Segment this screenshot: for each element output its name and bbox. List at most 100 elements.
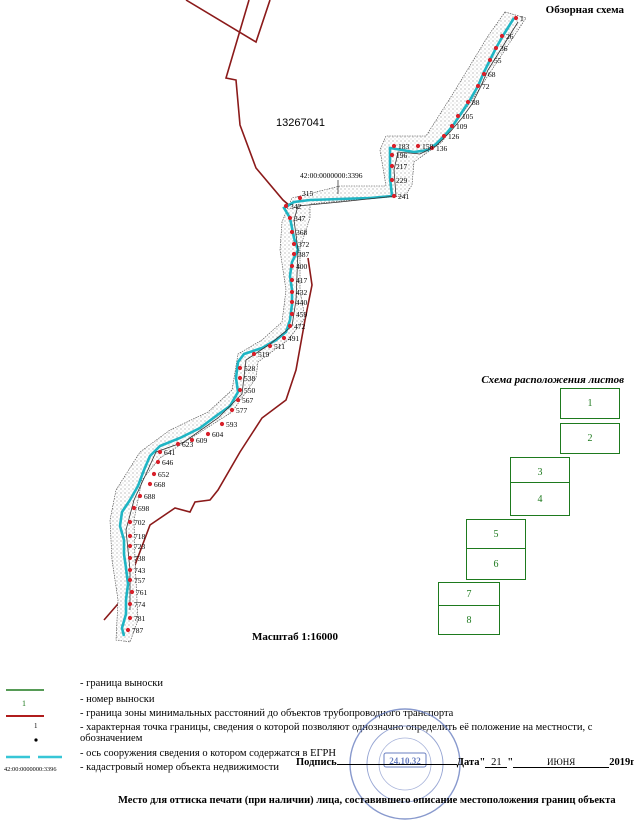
point-label-36: 36 — [500, 44, 508, 53]
point-641 — [157, 449, 163, 455]
point-738 — [127, 555, 133, 561]
point-label-743: 743 — [134, 566, 146, 575]
point-757 — [127, 577, 133, 583]
point-label-528: 528 — [244, 364, 256, 373]
point-718 — [127, 533, 133, 539]
date-label: Дата — [456, 757, 480, 768]
point-label-88: 88 — [472, 98, 480, 107]
point-702 — [127, 519, 133, 525]
point-315 — [297, 195, 303, 201]
svg-text:1: 1 — [34, 722, 38, 730]
signature-field[interactable] — [336, 754, 457, 765]
legend-row-callout-boundary: - граница выноски — [0, 677, 634, 693]
point-400 — [289, 263, 295, 269]
point-774 — [127, 601, 133, 607]
point-698 — [131, 505, 137, 511]
red-line-icon — [6, 715, 44, 717]
sheet-box-4[interactable]: 4 — [510, 482, 570, 516]
point-723 — [127, 543, 133, 549]
point-593 — [219, 421, 225, 427]
point-label-342: 342 — [290, 202, 302, 211]
sheet-box-8[interactable]: 8 — [438, 605, 500, 635]
point-label-519: 519 — [258, 350, 270, 359]
point-label-781: 781 — [134, 614, 146, 623]
point-label-738: 738 — [134, 554, 146, 563]
point-440 — [289, 299, 295, 305]
characteristic-points — [125, 15, 519, 633]
point-109 — [449, 123, 455, 129]
map-title: Обзорная схема — [545, 4, 624, 16]
point-label-1: 1 — [520, 14, 524, 23]
point-label-432: 432 — [296, 288, 308, 297]
point-label-604: 604 — [212, 430, 224, 439]
point-label-105: 105 — [462, 112, 474, 121]
point-652 — [151, 471, 157, 477]
point-511 — [267, 343, 273, 349]
point-609 — [189, 437, 195, 443]
sheet-box-6[interactable]: 6 — [466, 548, 526, 580]
svg-text:1: 1 — [22, 699, 26, 708]
green-line-icon — [6, 689, 44, 691]
point-519 — [251, 351, 257, 357]
pipeline-axis — [118, 17, 516, 637]
point-1 — [513, 15, 519, 21]
point-241 — [391, 193, 397, 199]
point-label-196: 196 — [396, 151, 408, 160]
point-528 — [237, 365, 243, 371]
point-158 — [415, 143, 421, 149]
point-label-718: 718 — [134, 532, 146, 541]
point-432 — [289, 289, 295, 295]
signature-label: Подпись — [296, 757, 337, 768]
point-88 — [465, 99, 471, 105]
sheet-box-7[interactable]: 7 — [438, 582, 500, 606]
point-577 — [229, 407, 235, 413]
point-label-761: 761 — [136, 588, 148, 597]
date-year: 2019г. — [609, 757, 634, 768]
point-196 — [389, 152, 395, 158]
stamp-place-caption: Место для оттиска печати (при наличии) л… — [118, 795, 616, 806]
point-label-702: 702 — [134, 518, 146, 527]
point-label-688: 688 — [144, 492, 156, 501]
sheet-box-1[interactable]: 1 — [560, 388, 620, 419]
point-36 — [493, 45, 499, 51]
point-label-387: 387 — [298, 250, 310, 259]
point-label-440: 440 — [296, 298, 308, 307]
point-label-774: 774 — [134, 600, 146, 609]
point-787 — [125, 627, 131, 633]
point-491 — [281, 335, 287, 341]
legend-row-characteristic-point: 1 - характерная точка границы, сведения … — [0, 721, 634, 749]
point-label-136: 136 — [436, 144, 448, 153]
parcel-number-label: 13267041 — [276, 117, 325, 129]
legend-row-callout-number: 1 - номер выноски — [0, 693, 634, 709]
point-372 — [291, 241, 297, 247]
point-183 — [391, 143, 397, 149]
point-label-609: 609 — [196, 436, 208, 445]
cadastral-text-icon: 42:00:0000000:3396 — [4, 766, 56, 773]
date-month-field[interactable]: ИЮНЯ — [513, 757, 610, 768]
point-label-511: 511 — [274, 342, 285, 351]
cyan-dash-icon — [6, 755, 62, 759]
point-label-372: 372 — [298, 240, 310, 249]
point-label-229: 229 — [396, 176, 408, 185]
point-label-400: 400 — [296, 262, 308, 271]
point-label-368: 368 — [296, 228, 308, 237]
legend-row-axis: - ось сооружения сведения о котором соде… — [0, 747, 634, 763]
point-743 — [127, 567, 133, 573]
sheet-box-5[interactable]: 5 — [466, 519, 526, 549]
cadastral-number-label: 42:00:0000000:3396 — [300, 171, 363, 180]
legend-row-cadastral-number: 42:00:0000000:3396 - кадастровый номер о… — [0, 761, 634, 777]
point-55 — [487, 57, 493, 63]
point-229 — [389, 177, 395, 183]
overview-map: 1263655687288105109126136158183196217229… — [103, 0, 527, 643]
sheet-box-2[interactable]: 2 — [560, 423, 620, 454]
point-label-72: 72 — [482, 82, 490, 91]
date-day-field[interactable]: 21 — [485, 757, 508, 768]
point-label-668: 668 — [154, 480, 166, 489]
point-567 — [235, 397, 241, 403]
point-label-217: 217 — [396, 162, 408, 171]
point-label-68: 68 — [488, 70, 496, 79]
sheet-scheme-title: Схема расположения листов — [481, 374, 624, 386]
point-label-241: 241 — [398, 192, 410, 201]
svg-text:24.10.32: 24.10.32 — [389, 756, 421, 766]
